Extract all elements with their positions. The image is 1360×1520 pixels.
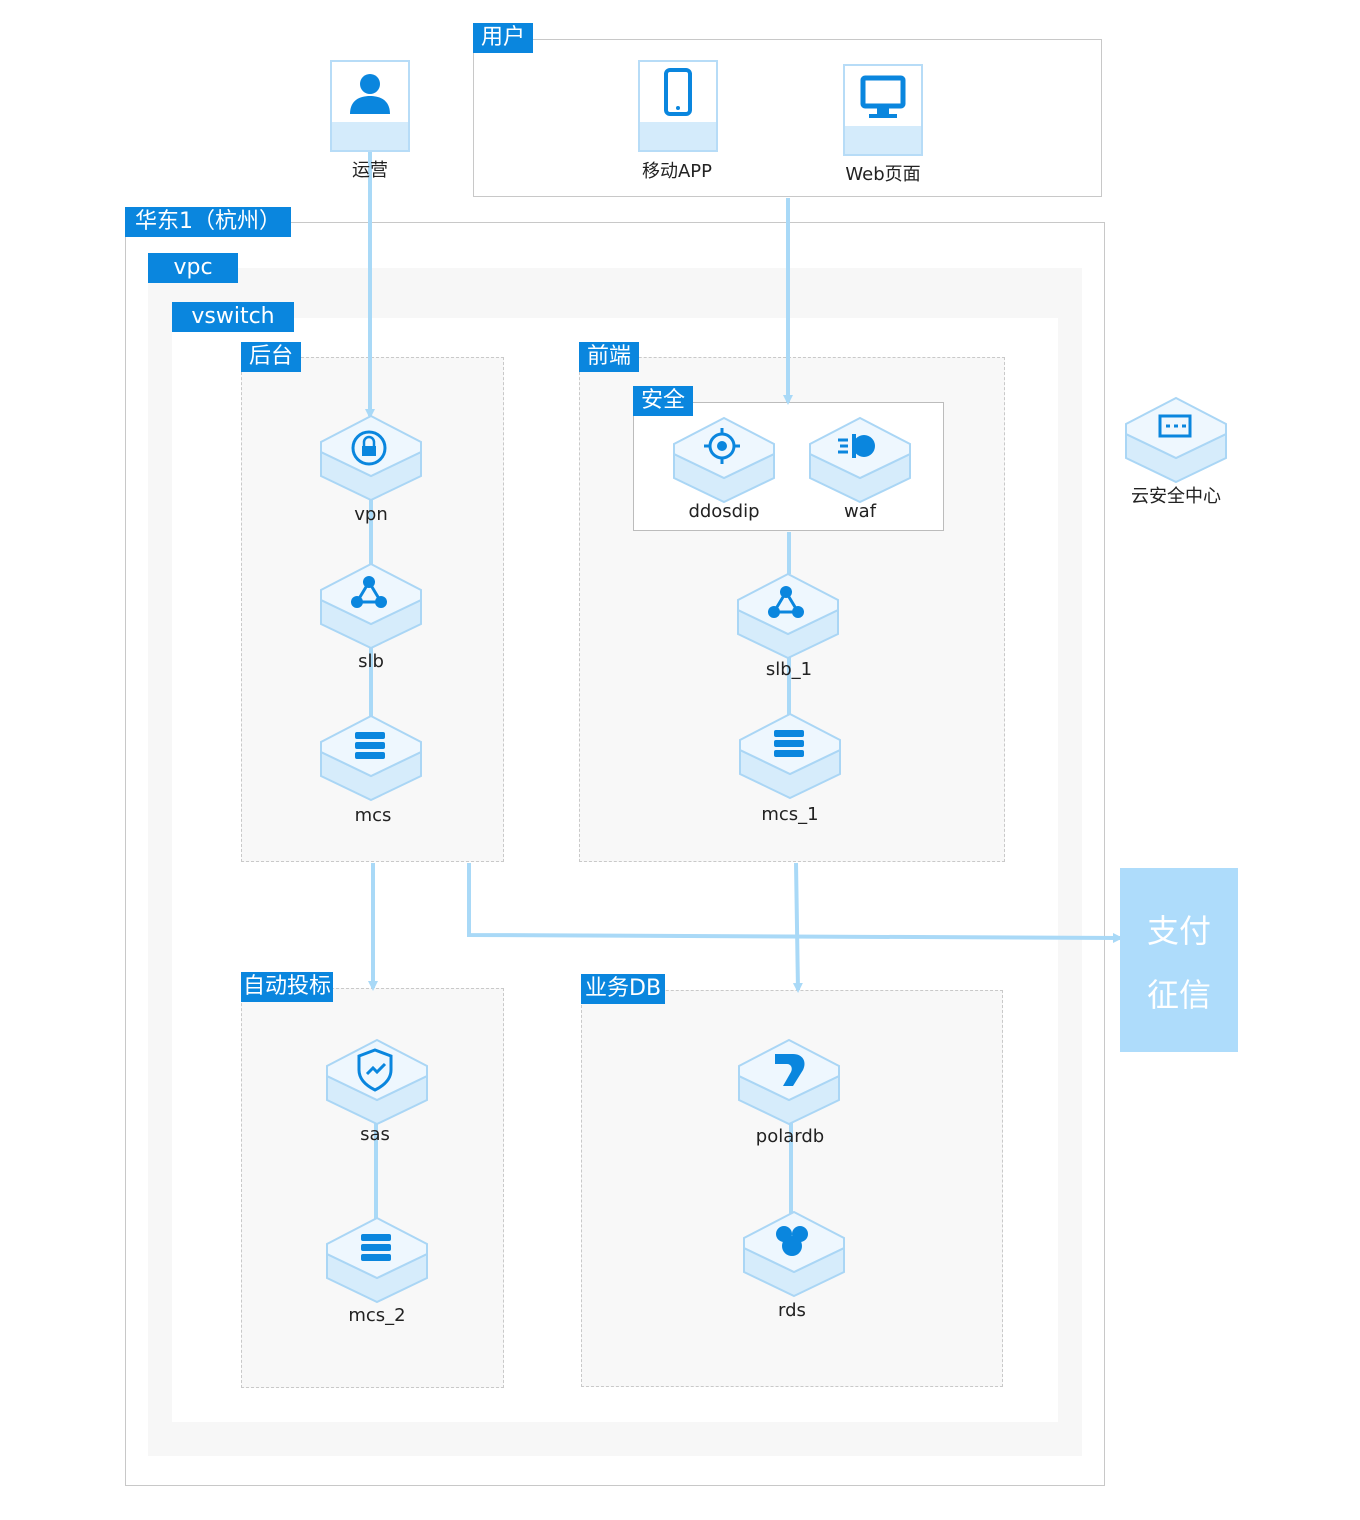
rds-label: rds <box>778 1300 806 1321</box>
ddosdip-node[interactable] <box>672 414 776 504</box>
slb-1-node[interactable] <box>736 570 840 660</box>
slb-label: slb <box>358 651 384 672</box>
ops-label: 运营 <box>352 160 388 181</box>
user-icon <box>350 74 390 114</box>
polardb-label: polardb <box>755 1126 825 1147</box>
web-page-label: Web页面 <box>845 164 921 185</box>
server-stack-icon <box>320 714 422 802</box>
sas-label: sas <box>360 1124 390 1145</box>
web-page-card[interactable] <box>843 64 923 156</box>
ddos-shield-icon <box>673 416 775 504</box>
vpc-tag: vpc <box>148 253 238 283</box>
users-tag: 用户 <box>473 23 534 53</box>
users-container <box>473 39 1102 197</box>
mcs-label: mcs <box>354 805 392 826</box>
cloud-security-center-node[interactable] <box>1124 394 1228 484</box>
slb-1-label: slb_1 <box>765 659 813 680</box>
external-line-1: 支付 <box>1146 912 1211 950</box>
external-payment-credit[interactable]: 支付 征信 <box>1120 868 1238 1052</box>
region-tag: 华东1（杭州） <box>125 207 291 237</box>
slb-node[interactable] <box>319 560 423 650</box>
mobile-phone-icon <box>664 68 692 116</box>
security-center-icon <box>1125 396 1227 484</box>
sas-node[interactable] <box>325 1036 429 1126</box>
server-stack-icon <box>739 712 841 800</box>
vpn-label: vpn <box>354 504 388 525</box>
mcs-1-node[interactable] <box>738 710 842 800</box>
ddosdip-label: ddosdip <box>688 501 760 522</box>
frontend-tag: 前端 <box>579 342 640 372</box>
polardb-node[interactable] <box>737 1036 841 1126</box>
firewall-icon <box>809 416 911 504</box>
edge-backend-external <box>467 863 1123 943</box>
security-shield-icon <box>326 1038 428 1126</box>
mobile-app-card[interactable] <box>638 60 718 152</box>
waf-label: waf <box>843 501 877 522</box>
mobile-app-label: 移动APP <box>641 161 713 182</box>
mcs-2-label: mcs_2 <box>348 1305 406 1326</box>
polardb-icon <box>738 1038 840 1126</box>
cloud-security-center-label: 云安全中心 <box>1131 486 1221 507</box>
database-icon <box>743 1210 845 1298</box>
backend-tag: 后台 <box>241 342 302 372</box>
autobid-tag: 自动投标 <box>241 972 334 1002</box>
rds-node[interactable] <box>742 1208 846 1298</box>
mcs-node[interactable] <box>319 712 423 802</box>
vpn-node[interactable] <box>319 412 423 502</box>
mcs-1-label: mcs_1 <box>761 804 819 825</box>
monitor-icon <box>860 75 906 118</box>
ops-card[interactable] <box>330 60 410 152</box>
external-line-2: 征信 <box>1146 976 1211 1014</box>
bizdb-tag: 业务DB <box>581 974 666 1004</box>
server-stack-icon <box>326 1216 428 1304</box>
vswitch-tag: vswitch <box>172 302 294 332</box>
edge-frontend-bizdb <box>792 862 803 993</box>
waf-node[interactable] <box>808 414 912 504</box>
vpn-lock-icon <box>320 414 422 502</box>
load-balancer-icon <box>737 572 839 660</box>
security-tag: 安全 <box>633 386 694 416</box>
load-balancer-icon <box>320 562 422 650</box>
mcs-2-node[interactable] <box>325 1214 429 1304</box>
